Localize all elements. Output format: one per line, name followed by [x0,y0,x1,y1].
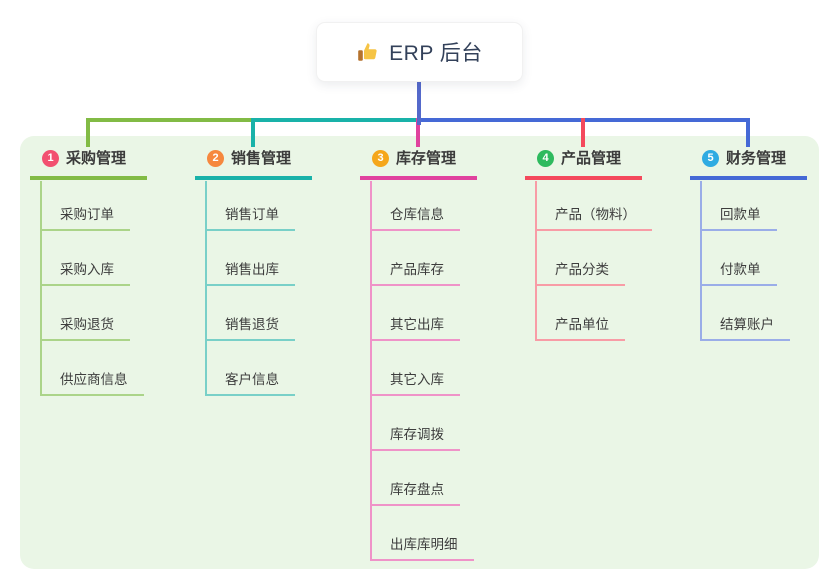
branch-header[interactable]: 1 采购管理 [30,144,147,180]
branch-child-item[interactable]: 库存盘点 [372,451,460,506]
branch-child-item[interactable]: 库存调拨 [372,396,460,451]
branch-bus-line [251,118,421,122]
branch-title: 产品管理 [561,150,622,167]
mindmap-background-panel [20,136,819,569]
root-drop-line [417,82,421,125]
branch-child-item[interactable]: 其它入库 [372,341,460,396]
branch-title: 销售管理 [231,150,292,167]
branch-child-item[interactable]: 客户信息 [207,341,295,396]
branch-children-list: 产品（物料）产品分类产品单位 [535,181,652,341]
root-node[interactable]: ERP 后台 [316,22,523,82]
branch-drop-line [86,118,90,147]
branch-child-item[interactable]: 销售出库 [207,231,295,286]
branch-header[interactable]: 4 产品管理 [525,144,642,180]
branch-child-item[interactable]: 采购订单 [42,181,130,231]
branch-child-item[interactable]: 销售订单 [207,181,295,231]
branch-child-item[interactable]: 产品单位 [537,286,625,341]
branch-child-item[interactable]: 采购入库 [42,231,130,286]
branch-header[interactable]: 2 销售管理 [195,144,312,180]
branch-drop-line [416,118,420,147]
branch-children-list: 销售订单销售出库销售退货客户信息 [205,181,295,396]
branch-drop-line [581,118,585,147]
branch-child-item[interactable]: 产品分类 [537,231,625,286]
branch-child-item[interactable]: 采购退货 [42,286,130,341]
branch-title: 财务管理 [726,150,787,167]
branch-number-badge: 3 [372,150,389,167]
branch-number-badge: 2 [207,150,224,167]
branch-drop-line [746,118,750,147]
branch-header[interactable]: 3 库存管理 [360,144,477,180]
branch-drop-line [251,118,255,147]
branch-child-item[interactable]: 供应商信息 [42,341,144,396]
branch-number-badge: 4 [537,150,554,167]
branch-child-item[interactable]: 产品库存 [372,231,460,286]
branch-title: 采购管理 [66,150,127,167]
branch-header[interactable]: 5 财务管理 [690,144,807,180]
branch-child-item[interactable]: 回款单 [702,181,777,231]
branch-children-list: 采购订单采购入库采购退货供应商信息 [40,181,144,396]
branch-children-list: 仓库信息产品库存其它出库其它入库库存调拨库存盘点出库库明细 [370,181,474,561]
branch-child-item[interactable]: 出库库明细 [372,506,474,561]
branch-number-badge: 1 [42,150,59,167]
branch-child-item[interactable]: 付款单 [702,231,777,286]
branch-child-item[interactable]: 销售退货 [207,286,295,341]
branch-child-item[interactable]: 产品（物料） [537,181,652,231]
branch-child-item[interactable]: 仓库信息 [372,181,460,231]
branch-title: 库存管理 [396,150,457,167]
thumbs-up-icon [358,43,377,61]
branch-children-list: 回款单付款单结算账户 [700,181,790,341]
branch-child-item[interactable]: 其它出库 [372,286,460,341]
branch-child-item[interactable]: 结算账户 [702,286,790,341]
branch-number-badge: 5 [702,150,719,167]
root-node-title: ERP 后台 [389,42,483,65]
